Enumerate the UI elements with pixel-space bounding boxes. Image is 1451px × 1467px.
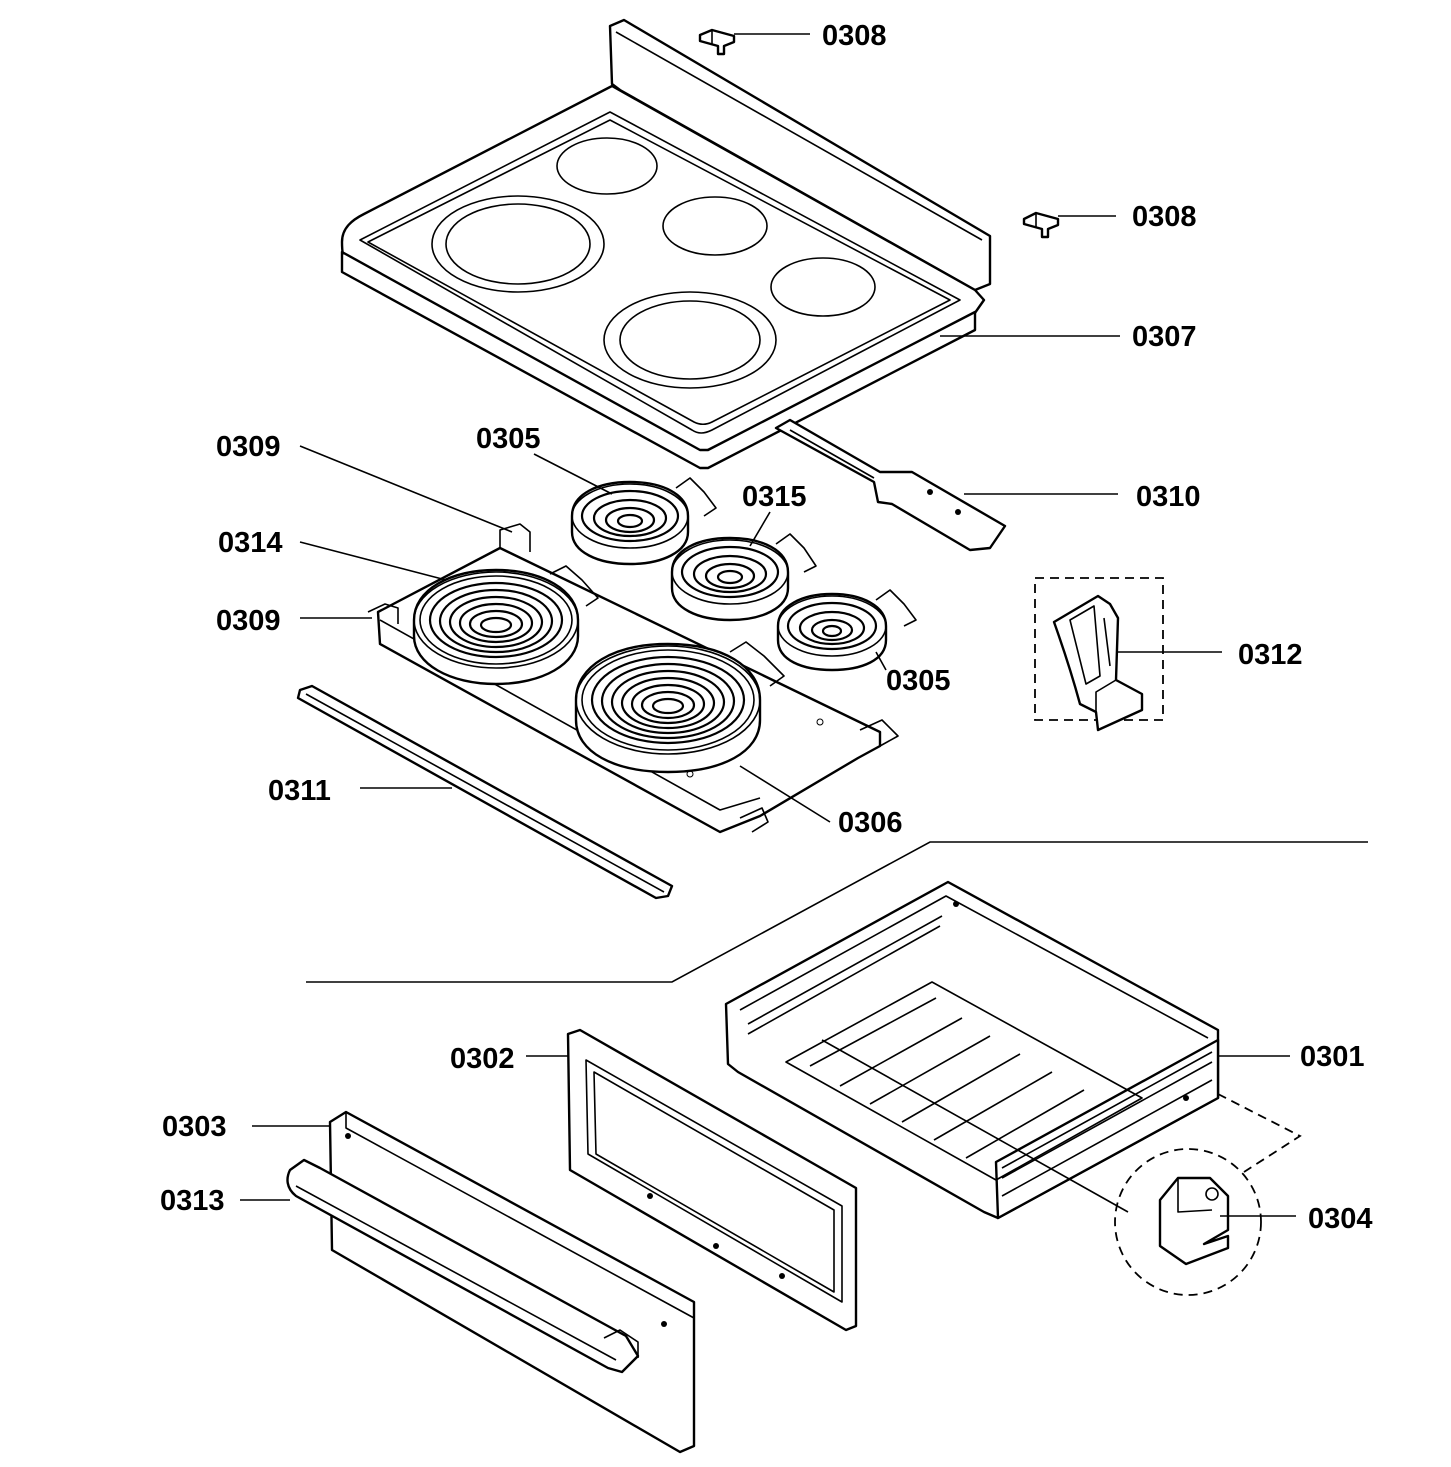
label-0305-lower: 0305 xyxy=(886,665,951,697)
callout-labels: 0308 0308 0307 0309 0305 0315 0310 0314 … xyxy=(160,20,1373,1235)
cooktop-part xyxy=(340,18,992,470)
drawer-liner-part xyxy=(566,1028,858,1332)
drawer-clip-detail xyxy=(1114,1093,1302,1296)
label-0309-lower: 0309 xyxy=(216,605,281,637)
label-0311: 0311 xyxy=(268,775,331,807)
label-0304: 0304 xyxy=(1308,1203,1373,1235)
trim-strip-part xyxy=(296,684,674,900)
label-0315: 0315 xyxy=(742,481,807,513)
element-large-left xyxy=(412,565,599,686)
label-0313: 0313 xyxy=(160,1185,225,1217)
switch-bracket-part xyxy=(1034,577,1164,732)
drawer-box-part xyxy=(724,880,1220,1220)
label-0303: 0303 xyxy=(162,1111,227,1143)
label-0302: 0302 xyxy=(450,1043,515,1075)
element-large-front xyxy=(574,641,785,774)
clip-part-right xyxy=(1022,211,1060,239)
wire-harness-part xyxy=(774,418,1007,552)
label-0312: 0312 xyxy=(1238,639,1303,671)
assembly-divider-line xyxy=(306,841,1368,983)
drawer-handle-part xyxy=(286,1158,640,1374)
leader-lines xyxy=(240,33,1296,1217)
label-0306: 0306 xyxy=(838,807,903,839)
label-0308-top: 0308 xyxy=(822,20,887,52)
label-0301: 0301 xyxy=(1300,1041,1365,1073)
label-0307: 0307 xyxy=(1132,321,1197,353)
label-0308-right: 0308 xyxy=(1132,201,1197,233)
label-0310: 0310 xyxy=(1136,481,1201,513)
element-small-back-left xyxy=(570,477,717,566)
element-small-center xyxy=(670,533,817,622)
clip-part-top xyxy=(698,28,736,56)
element-small-right xyxy=(776,589,917,672)
label-0309-upper: 0309 xyxy=(216,431,281,463)
label-0305-upper: 0305 xyxy=(476,423,541,455)
label-0314: 0314 xyxy=(218,527,283,559)
